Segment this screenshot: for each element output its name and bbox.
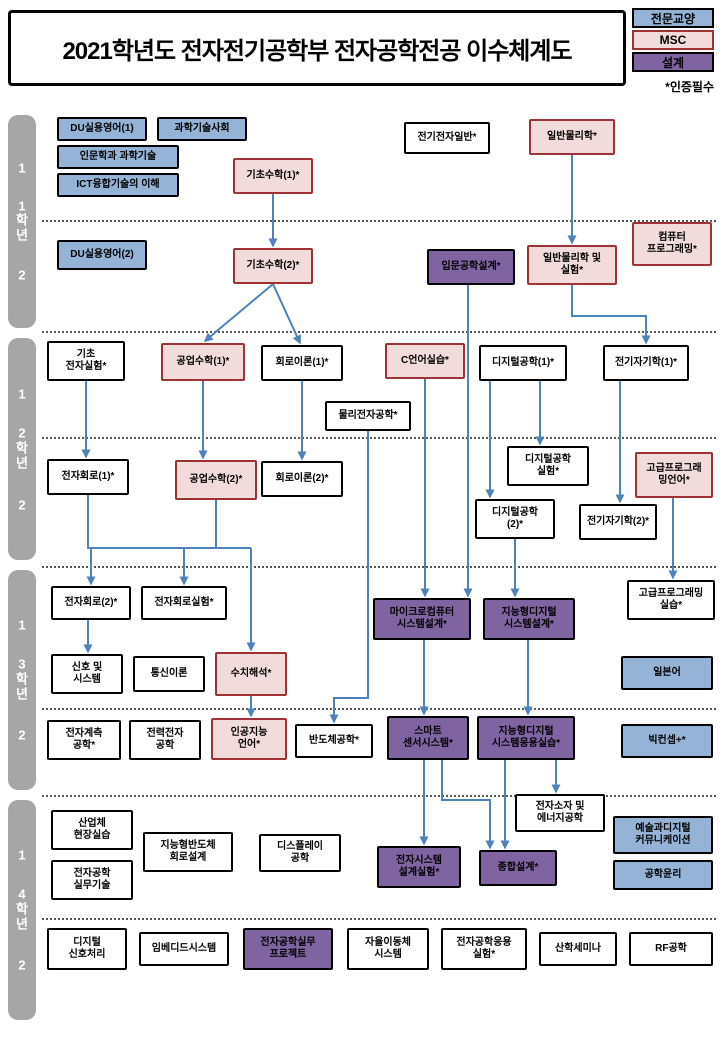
- course-electronic-circuits-1: 전자회로(1)*: [47, 459, 129, 495]
- course-microcomputer-design: 마이크로컴퓨터 시스템설계*: [373, 598, 471, 640]
- course-digital-signal-processing: 디지털 신호처리: [47, 928, 127, 970]
- course-electromagnetics-1: 전기자기학(1)*: [603, 345, 689, 381]
- legend-liberal-arts: 전문교양: [632, 8, 714, 28]
- course-sci-tech-society: 과학기술사회: [157, 117, 247, 141]
- course-intelligent-semiconductor-design: 지능형반도체 회로설계: [143, 832, 233, 872]
- course-signals-systems: 신호 및 시스템: [51, 654, 123, 694]
- semester-2-marker: 2: [18, 497, 26, 512]
- course-electromagnetics-2: 전기자기학(2)*: [579, 504, 657, 540]
- year-label: 1 학 년: [16, 198, 28, 243]
- course-power-electronics: 전력전자 공학: [129, 720, 201, 760]
- course-intelligent-digital-practice: 지능형디지털 시스템응용실습*: [477, 716, 575, 760]
- course-adv-prog-practice: 고급프로그래밍 실습*: [627, 580, 715, 620]
- course-embedded-systems: 임베디드시스템: [139, 932, 229, 966]
- semester-1-marker: 1: [18, 847, 26, 863]
- prerequisite-arrow: [87, 495, 251, 549]
- prerequisite-arrow: [203, 283, 274, 342]
- year-label: 4 학 년: [16, 886, 28, 932]
- course-capstone-design: 종합설계*: [479, 850, 557, 886]
- legend-design: 설계: [632, 52, 714, 72]
- course-semiconductor: 반도체공학*: [295, 724, 373, 758]
- year-label: 3 학 년: [16, 656, 28, 702]
- year-label: 2 학 년: [16, 425, 28, 471]
- semester-divider: [42, 331, 716, 333]
- prerequisite-arrow: [441, 760, 495, 850]
- course-adv-prog-language: 고급프로그래 밍언어*: [635, 452, 713, 498]
- certification-required-note: *인증필수: [665, 80, 714, 94]
- legend: 전문교양 MSC 설계 *인증필수: [632, 8, 714, 95]
- semester-divider: [42, 795, 716, 797]
- course-big-concept: 빅컨셉+*: [621, 724, 713, 758]
- semester-1-marker: 1: [18, 617, 26, 633]
- course-gen-physics: 일반물리학*: [529, 119, 615, 155]
- course-rf-engineering: RF공학: [629, 932, 713, 966]
- course-smart-sensor: 스마트 센서시스템*: [387, 716, 469, 760]
- course-electronics-practical-skills: 전자공학 실무기술: [51, 860, 133, 900]
- course-digital-eng-2: 디지털공학 (2)*: [475, 499, 555, 539]
- course-art-digital-comm: 예술과디지털 커뮤니케이션: [613, 816, 713, 854]
- course-electronics-practical-project: 전자공학실무 프로젝트: [243, 928, 333, 970]
- course-electronic-system-design-lab: 전자시스템 설계실험*: [377, 846, 461, 888]
- semester-1-marker: 1: [18, 386, 26, 401]
- course-engineering-ethics: 공학윤리: [613, 860, 713, 890]
- course-electronic-circuits-2: 전자회로(2)*: [51, 586, 131, 620]
- course-display-eng: 디스플레이 공학: [259, 834, 341, 872]
- course-basic-math-1: 기초수학(1)*: [233, 158, 313, 194]
- course-industry-academic-seminar: 산학세미나: [539, 932, 617, 966]
- course-digital-eng-1: 디지털공학(1)*: [479, 345, 567, 381]
- course-electronic-devices-energy: 전자소자 및 에너지공학: [515, 794, 605, 832]
- course-elec-general: 전기전자일반*: [404, 122, 490, 154]
- semester-2-marker: 2: [18, 957, 26, 973]
- course-du-english-2: DU실용영어(2): [57, 240, 147, 270]
- course-du-english-1: DU실용영어(1): [57, 117, 147, 141]
- semester-divider: [42, 437, 716, 439]
- course-computer-programming: 컴퓨터 프로그래밍*: [632, 222, 712, 266]
- course-electronics-applied-lab: 전자공학응용 실험*: [441, 928, 527, 970]
- course-industry-field-practice: 산업체 현장실습: [51, 810, 133, 850]
- course-c-language: C언어실습*: [385, 343, 465, 379]
- year-bar: 1 1 학 년 2: [8, 115, 36, 328]
- course-digital-eng-lab: 디지털공학 실험*: [507, 446, 589, 486]
- course-numerical-analysis: 수치해석*: [215, 652, 287, 696]
- course-intro-eng-design: 입문공학설계*: [427, 249, 515, 285]
- year-bar: 1 4 학 년 2: [8, 800, 36, 1020]
- course-japanese: 일본어: [621, 656, 713, 690]
- course-physical-electronics: 물리전자공학*: [325, 401, 411, 431]
- course-gen-physics-lab: 일반물리학 및 실험*: [527, 245, 617, 285]
- prerequisite-arrow: [272, 283, 301, 345]
- semester-2-marker: 2: [18, 727, 26, 743]
- course-comm-theory: 통신이론: [133, 656, 205, 692]
- course-eng-math-2: 공업수학(2)*: [175, 460, 257, 500]
- course-circuit-theory-1: 회로이론(1)*: [261, 345, 343, 381]
- course-intelligent-digital-design: 지능형디지털 시스템설계*: [483, 598, 575, 640]
- semester-divider: [42, 918, 716, 920]
- course-electronic-measurement: 전자계측 공학*: [47, 720, 121, 760]
- legend-msc: MSC: [632, 30, 714, 50]
- course-autonomous-vehicle-systems: 자율이동체 시스템: [347, 928, 429, 970]
- course-basic-elec-lab: 기초 전자실험*: [47, 341, 125, 381]
- semester-divider: [42, 708, 716, 710]
- course-circuit-theory-2: 회로이론(2)*: [261, 461, 343, 497]
- semester-2-marker: 2: [18, 267, 26, 283]
- course-humanities-scitech: 인문학과 과학기술: [57, 145, 179, 169]
- course-ict-convergence: ICT융합기술의 이해: [57, 173, 179, 197]
- semester-1-marker: 1: [18, 160, 26, 176]
- semester-divider: [42, 566, 716, 568]
- course-ai-language: 인공지능 언어*: [211, 718, 287, 760]
- course-electronic-circuits-lab: 전자회로실험*: [141, 586, 227, 620]
- page-title: 2021학년도 전자전기공학부 전자공학전공 이수체계도: [8, 10, 626, 86]
- year-bar: 1 2 학 년 2: [8, 338, 36, 560]
- prerequisite-arrow: [571, 285, 651, 345]
- year-bar: 1 3 학 년 2: [8, 570, 36, 790]
- course-eng-math-1: 공업수학(1)*: [161, 343, 245, 381]
- prerequisite-arrow: [329, 431, 369, 724]
- course-basic-math-2: 기초수학(2)*: [233, 248, 313, 284]
- semester-divider: [42, 220, 716, 222]
